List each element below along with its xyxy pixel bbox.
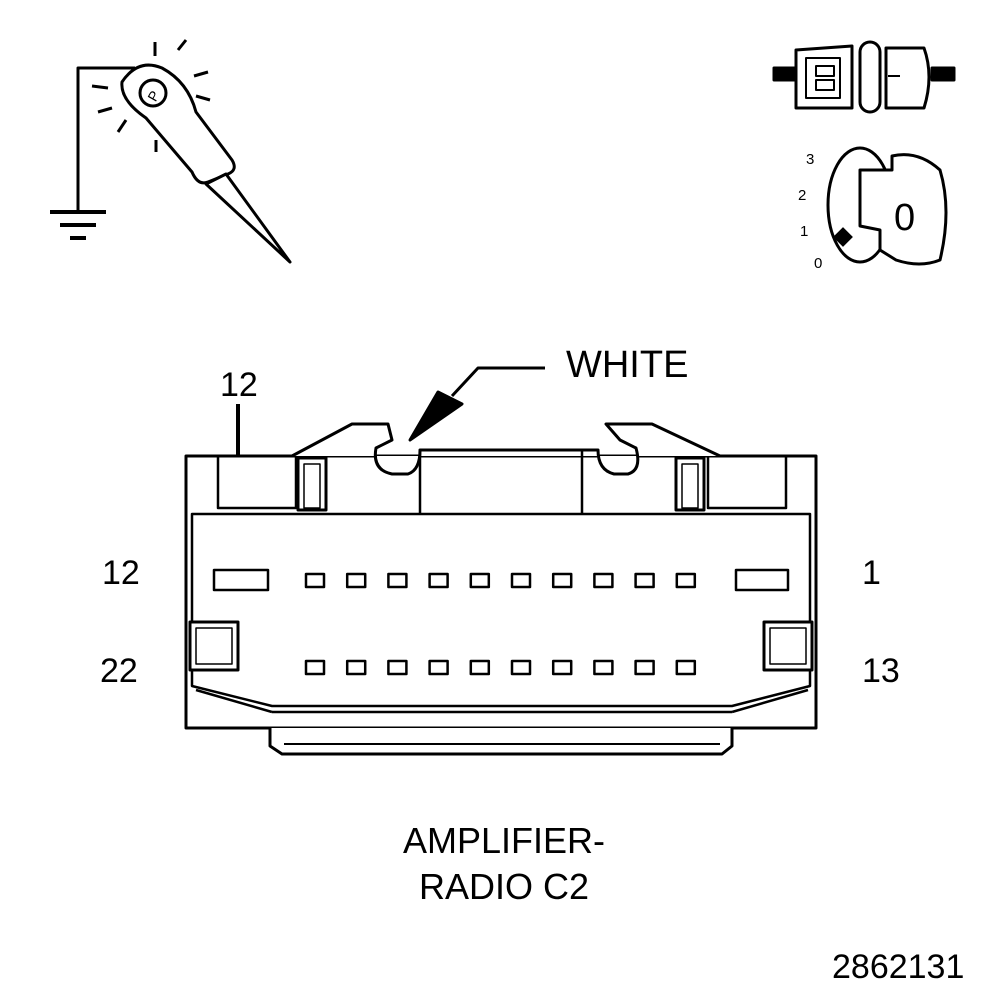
row-top-left-label: 12 <box>102 554 140 592</box>
cavity-pin-14 <box>634 659 655 676</box>
pin-callout-label: 12 <box>220 366 258 404</box>
cavity-pin-1 <box>734 568 790 592</box>
cavity-pin-11 <box>304 572 326 589</box>
cavity-pin-5 <box>551 572 573 589</box>
cavity-pin-2 <box>675 572 697 589</box>
connector-disconnect-icon <box>772 40 956 114</box>
cavity-pin-15 <box>593 659 614 676</box>
cavity-pin-8 <box>428 572 449 589</box>
cavity-pin-3 <box>634 572 655 589</box>
test-probe-ground-icon: P <box>50 39 292 264</box>
cavity-pin-6 <box>510 572 532 589</box>
cavity-pin-12 <box>212 568 270 592</box>
cavity-pin-4 <box>593 572 614 589</box>
cavity-pin-16 <box>551 659 573 676</box>
cavity-pin-18 <box>469 659 491 676</box>
cavity-pin-20 <box>387 659 408 676</box>
ignition-position-0: 0 <box>814 255 822 272</box>
ignition-position-3: 3 <box>806 151 814 168</box>
row-bottom-right-label: 13 <box>862 652 900 690</box>
cavity-pin-19 <box>428 659 449 676</box>
ignition-position-2: 2 <box>798 187 806 204</box>
cavity-pin-13 <box>675 659 697 676</box>
row-top-right-label: 1 <box>862 554 881 592</box>
color-callout-leader <box>408 366 545 442</box>
cavity-pin-10 <box>345 572 367 589</box>
key-position-label: 0 <box>894 197 915 239</box>
figure-title-line-1: AMPLIFIER- <box>402 820 606 861</box>
connector-housing <box>184 422 818 756</box>
cavity-pin-7 <box>469 572 491 589</box>
cavity-pin-21 <box>345 659 367 676</box>
cavity-pin-22 <box>304 659 326 676</box>
figure-number: 2862131 <box>832 948 965 986</box>
pin-cavities <box>212 568 790 676</box>
cavity-pin-9 <box>387 572 408 589</box>
cavity-pin-17 <box>510 659 532 676</box>
ignition-key-icon: 0 3 2 1 0 <box>798 146 948 272</box>
figure-title-line-2: RADIO C2 <box>418 866 590 907</box>
row-bottom-left-label: 22 <box>100 652 138 690</box>
color-callout-label: WHITE <box>566 344 689 386</box>
ignition-position-1: 1 <box>800 223 808 240</box>
